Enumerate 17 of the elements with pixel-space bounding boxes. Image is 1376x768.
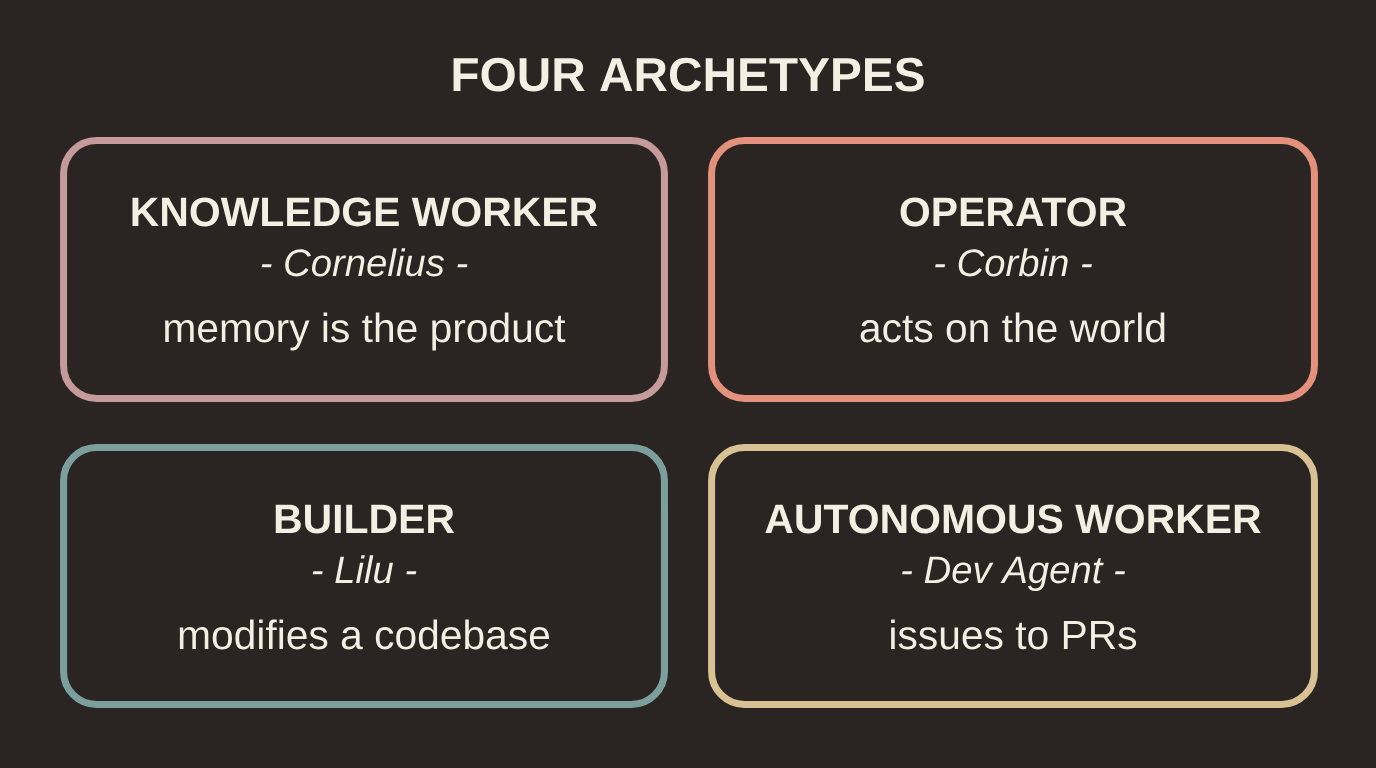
card-heading: KNOWLEDGE WORKER — [132, 197, 598, 227]
card-tagline: modifies a codebase — [179, 619, 550, 650]
archetype-card — [708, 137, 1318, 402]
card-tagline: acts on the world — [860, 312, 1165, 343]
persona-name: - Corbin - — [935, 248, 1092, 277]
archetype-card — [708, 444, 1318, 708]
title: FOUR ARCHETYPES — [453, 57, 924, 92]
card-heading: BUILDER — [275, 504, 455, 534]
persona-name: - Lilu - — [312, 555, 417, 584]
card-heading: OPERATOR — [900, 197, 1127, 227]
persona-name: - Dev Agent - — [902, 556, 1125, 591]
persona-name: - Cornelius - — [261, 248, 468, 277]
archetype-card — [60, 137, 668, 402]
card-tagline: memory is the product — [165, 312, 566, 351]
card-tagline: issues to PRs — [891, 619, 1137, 650]
archetype-card — [60, 444, 668, 708]
card-heading: AUTONOMOUS WORKER — [765, 504, 1261, 534]
